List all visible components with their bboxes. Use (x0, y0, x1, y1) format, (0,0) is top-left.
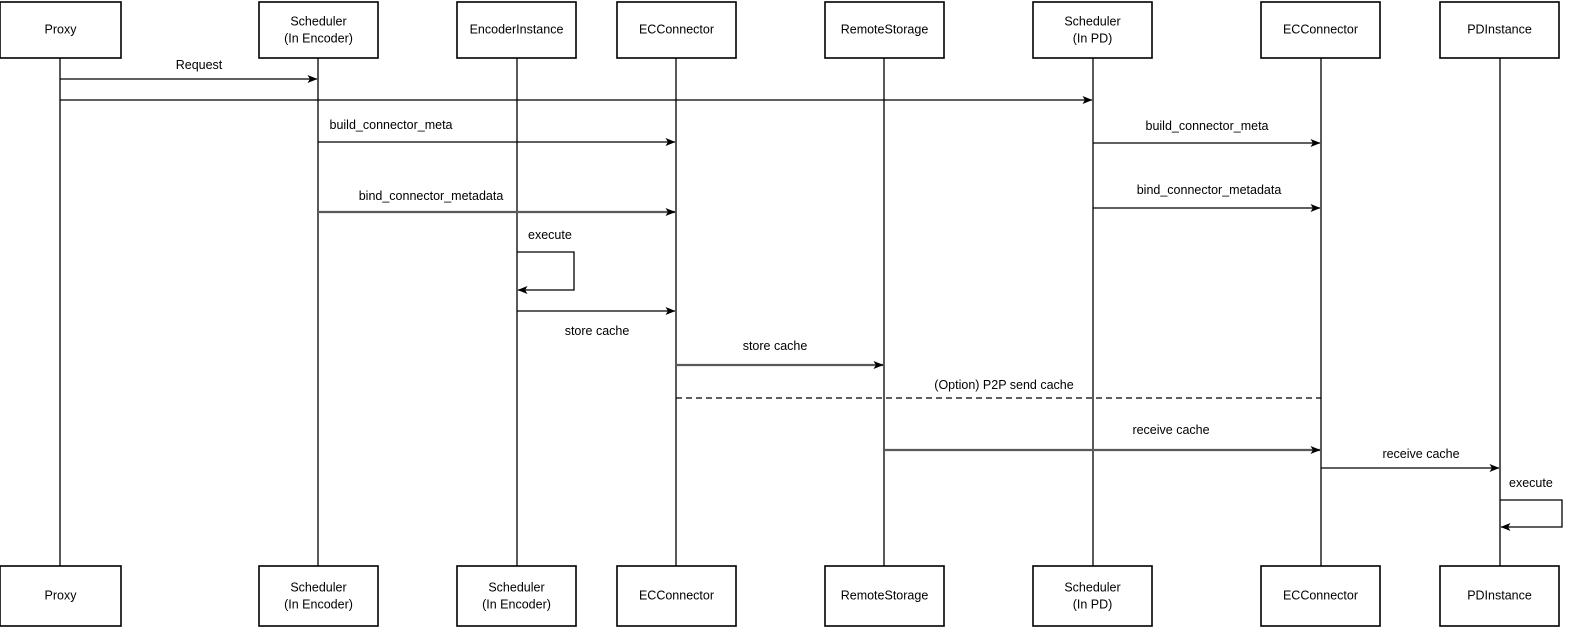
participant-header-rect-proxy (0, 1, 122, 59)
participant-header-ec-connector-pd[interactable]: ECConnector (1260, 1, 1381, 59)
self-message-s1[interactable]: execute (517, 228, 575, 294)
message-label-m1: Request (176, 58, 223, 72)
participant-footer-rect-remote-storage (824, 565, 945, 627)
message-label-m11: receive cache (1382, 447, 1459, 461)
self-message-label-s1: execute (528, 228, 572, 242)
participant-footer-scheduler-pd[interactable]: Scheduler (In PD) (1032, 565, 1153, 627)
participant-header-rect-ec-connector-pd (1260, 1, 1381, 59)
participant-header-label-scheduler-enc: Scheduler (290, 14, 346, 28)
participant-header-label-proxy: Proxy (45, 22, 78, 36)
participant-header-label-pd-instance: PDInstance (1467, 22, 1532, 36)
participant-footer-sublabel-scheduler-pd: (In PD) (1073, 597, 1113, 611)
participant-footer-label-remote-storage: RemoteStorage (841, 588, 929, 602)
self-message-s2[interactable]: execute (1500, 476, 1563, 531)
message-m4[interactable]: build_connector_meta (1093, 119, 1321, 147)
participant-header-label-ec-connector-enc: ECConnector (639, 22, 714, 36)
participant-footer-label-scheduler-pd: Scheduler (1064, 580, 1120, 594)
participant-header-rect-ec-connector-enc (616, 1, 737, 59)
participant-footer-label-proxy: Proxy (45, 588, 78, 602)
participant-footer-label-pd-instance: PDInstance (1467, 588, 1532, 602)
participant-footer-rect-scheduler-enc (258, 565, 379, 627)
message-label-m9: (Option) P2P send cache (934, 378, 1073, 392)
participant-footer-pd-instance[interactable]: PDInstance (1439, 565, 1560, 627)
message-m9[interactable]: (Option) P2P send cache (676, 378, 1321, 399)
participant-header-label-encoder-instance: EncoderInstance (470, 22, 564, 36)
participant-header-sublabel-scheduler-enc: (In Encoder) (284, 31, 353, 45)
participant-footer-rect-ec-connector-pd (1260, 565, 1381, 627)
self-messages-layer: execute execute (517, 228, 1563, 531)
participant-footer-sublabel-scheduler-enc: (In Encoder) (284, 597, 353, 611)
participant-header-proxy[interactable]: Proxy (0, 1, 122, 59)
participant-footer-rect-encoder-instance (456, 565, 577, 627)
participant-header-label-scheduler-pd: Scheduler (1064, 14, 1120, 28)
message-m6[interactable]: bind_connector_metadata (1093, 183, 1321, 212)
message-m1[interactable]: Request (60, 58, 318, 83)
participant-footer-rect-ec-connector-enc (616, 565, 737, 627)
participant-footer-scheduler-enc[interactable]: Scheduler (In Encoder) (258, 565, 379, 627)
message-m8[interactable]: store cache (676, 339, 884, 369)
participant-header-rect-scheduler-enc (258, 1, 379, 59)
participant-header-sublabel-scheduler-pd: (In PD) (1073, 31, 1113, 45)
lifelines-layer (59, 58, 1501, 566)
message-label-m8: store cache (743, 339, 808, 353)
participant-footer-ec-connector-pd[interactable]: ECConnector (1260, 565, 1381, 627)
message-label-m6: bind_connector_metadata (1137, 183, 1282, 197)
message-label-m10: receive cache (1132, 423, 1209, 437)
message-m3[interactable]: build_connector_meta (318, 118, 676, 146)
message-label-m5: bind_connector_metadata (359, 189, 504, 203)
message-m10[interactable]: receive cache (884, 423, 1321, 454)
message-m5[interactable]: bind_connector_metadata (318, 189, 676, 216)
message-label-m4: build_connector_meta (1146, 119, 1269, 133)
participant-footer-rect-scheduler-pd (1032, 565, 1153, 627)
participant-header-pd-instance[interactable]: PDInstance (1439, 1, 1560, 59)
header-boxes-layer: Proxy Scheduler (In Encoder) EncoderInstanc… (0, 1, 1560, 59)
participant-footer-ec-connector-enc[interactable]: ECConnector (616, 565, 737, 627)
self-message-path-s2 (1500, 499, 1563, 531)
participant-footer-rect-proxy (0, 565, 122, 627)
participant-footer-label-scheduler-enc: Scheduler (290, 580, 346, 594)
participant-header-rect-remote-storage (824, 1, 945, 59)
participant-footer-encoder-instance[interactable]: Scheduler (In Encoder) (456, 565, 577, 627)
participant-header-rect-encoder-instance (456, 1, 577, 59)
self-message-path-s1 (517, 251, 575, 294)
message-m7[interactable]: store cache (517, 307, 676, 338)
participant-header-ec-connector-enc[interactable]: ECConnector (616, 1, 737, 59)
participant-footer-label-ec-connector-enc: ECConnector (639, 588, 714, 602)
participant-header-remote-storage[interactable]: RemoteStorage (824, 1, 945, 59)
participant-footer-label-encoder-instance: Scheduler (488, 580, 544, 594)
self-message-label-s2: execute (1509, 476, 1553, 490)
participant-header-rect-pd-instance (1439, 1, 1560, 59)
message-label-m3: build_connector_meta (330, 118, 453, 132)
footer-boxes-layer: Proxy Scheduler (In Encoder) Scheduler (In E… (0, 565, 1560, 627)
participant-footer-sublabel-encoder-instance: (In Encoder) (482, 597, 551, 611)
participant-header-label-remote-storage: RemoteStorage (841, 22, 929, 36)
participant-footer-proxy[interactable]: Proxy (0, 565, 122, 627)
participant-header-scheduler-enc[interactable]: Scheduler (In Encoder) (258, 1, 379, 59)
message-m11[interactable]: receive cache (1321, 447, 1500, 472)
participant-header-scheduler-pd[interactable]: Scheduler (In PD) (1032, 1, 1153, 59)
participant-footer-remote-storage[interactable]: RemoteStorage (824, 565, 945, 627)
participant-header-rect-scheduler-pd (1032, 1, 1153, 59)
participant-footer-rect-pd-instance (1439, 565, 1560, 627)
participant-header-label-ec-connector-pd: ECConnector (1283, 22, 1358, 36)
message-label-m7: store cache (565, 324, 630, 338)
participant-footer-label-ec-connector-pd: ECConnector (1283, 588, 1358, 602)
participant-header-encoder-instance[interactable]: EncoderInstance (456, 1, 577, 59)
messages-layer: Request build_connector_meta build_connect… (60, 58, 1500, 472)
